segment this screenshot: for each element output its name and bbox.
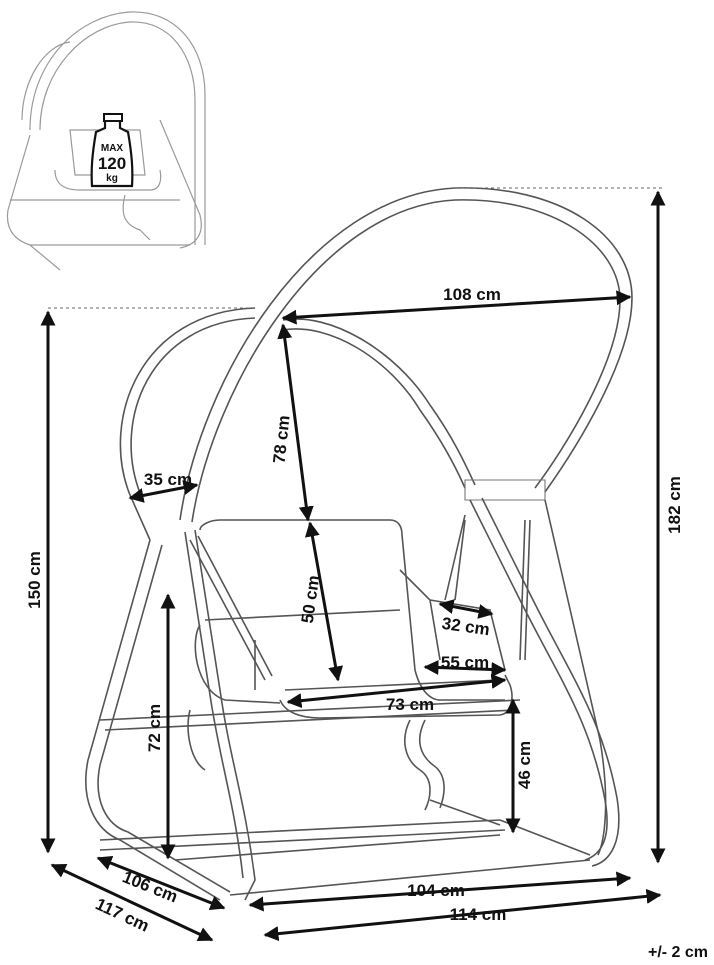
label-total-width: 114 cm <box>450 905 507 924</box>
arrow-seat-width <box>286 673 507 709</box>
label-seat-height: 72 cm <box>145 704 164 752</box>
dimension-arrows <box>40 190 666 942</box>
arrow-arm-width <box>128 480 199 503</box>
arrow-back-height <box>304 521 344 682</box>
label-frame-height: 150 cm <box>25 551 44 609</box>
thumbnail-swing <box>6 11 206 271</box>
label-back-height: 50 cm <box>298 574 324 624</box>
weight-max-label: MAX <box>101 143 124 154</box>
weight-icon <box>90 113 134 188</box>
arrow-armrest-height <box>438 599 494 619</box>
label-base-width: 104 cm <box>407 881 465 900</box>
label-total-depth: 117 cm <box>93 894 152 935</box>
arrow-seat-depth <box>423 660 507 677</box>
label-seat-ground: 46 cm <box>515 741 534 789</box>
label-canopy-width: 108 cm <box>443 285 501 304</box>
label-arm-width: 35 cm <box>144 470 192 489</box>
arrow-canopy-width <box>281 290 632 325</box>
label-seat-depth: 55 cm <box>441 653 489 672</box>
label-total-height: 182 cm <box>665 476 684 534</box>
tolerance-note: +/- 2 cm <box>648 944 708 961</box>
weight-unit-label: kg <box>106 173 118 184</box>
label-armrest-height: 32 cm <box>441 614 491 640</box>
arrow-total-width <box>263 888 662 942</box>
label-canopy-height: 78 cm <box>270 414 294 464</box>
arrow-total-depth <box>50 863 214 942</box>
weight-value-label: 120 <box>98 154 126 173</box>
label-seat-width: 73 cm <box>386 695 434 714</box>
arrow-canopy-height <box>277 323 314 522</box>
